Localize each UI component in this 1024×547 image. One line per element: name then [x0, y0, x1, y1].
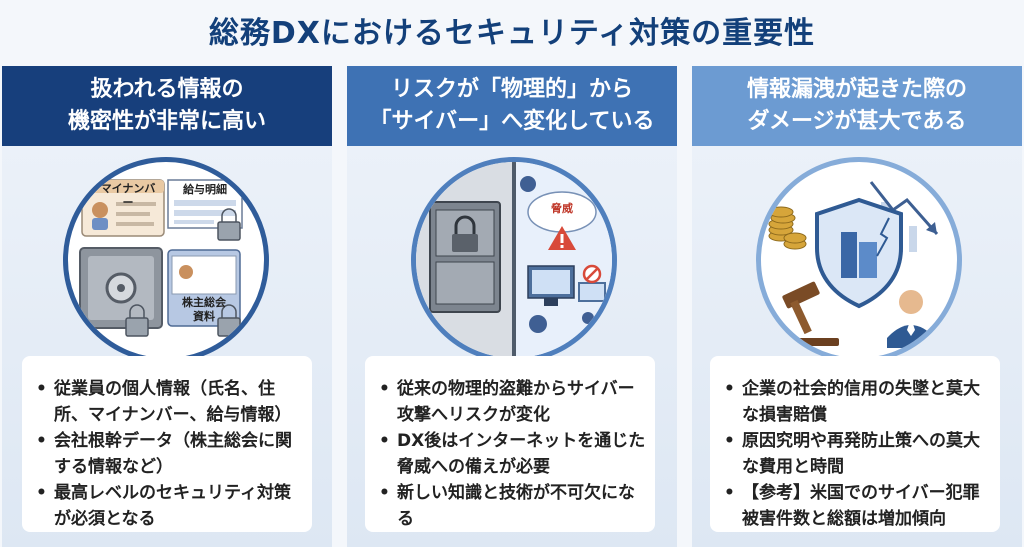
gavel-icon [782, 281, 839, 346]
column-confidentiality: 扱われる情報の 機密性が非常に高い [2, 66, 332, 547]
page-title: 総務DXにおけるセキュリティ対策の重要性 [208, 16, 816, 51]
column-heading: リスクが「物理的」から 「サイバー」へ変化している [347, 66, 677, 146]
warning-icon [527, 191, 597, 250]
worried-person-icon [887, 290, 935, 348]
heading-line-1: 情報漏洩が起きた際の [746, 77, 967, 102]
list-item: 新しい知識と技術が不可欠になる [379, 480, 647, 532]
threat-label: 脅威 [551, 202, 573, 215]
safe-icon [79, 247, 163, 329]
virus-icon [520, 176, 606, 333]
column-risk-shift: リスクが「物理的」から 「サイバー」へ変化している [347, 66, 677, 547]
damage-illustration [756, 157, 962, 363]
padlock-icon [125, 208, 241, 337]
list-item: 企業の社会的信用の失墜と莫大な損害賠償 [724, 376, 992, 428]
shareholders-label-line2: 資料 [193, 310, 215, 323]
heading-line-1: 扱われる情報の [90, 77, 244, 102]
list-item: DX後はインターネットを通じた脅威への備えが必要 [379, 428, 647, 480]
list-item: 従業員の個人情報（氏名、住所、マイナンバー、給与情報） [36, 376, 304, 428]
heading-line-1: リスクが「物理的」から [390, 77, 633, 102]
column-heading: 情報漏洩が起きた際の ダメージが甚大である [692, 66, 1022, 146]
heading-line-2: 「サイバー」へ変化している [369, 109, 655, 134]
heading-line-2: ダメージが甚大である [747, 109, 967, 134]
my-number-label: マイナンバー [100, 182, 156, 209]
payslip-icon [167, 179, 243, 229]
column-heading: 扱われる情報の 機密性が非常に高い [2, 66, 332, 146]
list-item: 会社根幹データ（株主総会に関する情報など） [36, 428, 304, 480]
column-damage: 情報漏洩が起きた際の ダメージが甚大である [692, 66, 1022, 547]
coins-icon [768, 206, 807, 250]
id-card-icon [81, 179, 165, 237]
list-item: 【参考】米国でのサイバー犯罪被害件数と総額は増加傾向 [724, 480, 992, 532]
list-item: 最高レベルのセキュリティ対策が必須となる [36, 480, 304, 532]
safe-icon [429, 201, 501, 313]
list-item: 原因究明や再発防止策への莫大な費用と時間 [724, 428, 992, 480]
bullet-card: 企業の社会的信用の失墜と莫大な損害賠償 原因究明や再発防止策への莫大な費用と時間… [710, 356, 1000, 532]
bullet-card: 従業員の個人情報（氏名、住所、マイナンバー、給与情報） 会社根幹データ（株主総会… [22, 356, 312, 532]
payslip-label: 給与明細 [183, 183, 227, 196]
confidential-info-illustration: マイナンバー 給与明細 株主総会 資料 [63, 157, 269, 363]
heading-line-2: 機密性が非常に高い [67, 109, 266, 134]
bullet-card: 従来の物理的盗難からサイバー攻撃へリスクが変化 DX後はインターネットを通じた脅… [365, 356, 655, 532]
shareholders-label-line1: 株主総会 [182, 296, 226, 309]
computer-icon [527, 264, 606, 306]
list-item: 従来の物理的盗難からサイバー攻撃へリスクが変化 [379, 376, 647, 428]
document-folder-icon [167, 249, 241, 327]
shield-building-icon [815, 197, 903, 309]
physical-vs-cyber-illustration: 脅威 [411, 157, 617, 363]
